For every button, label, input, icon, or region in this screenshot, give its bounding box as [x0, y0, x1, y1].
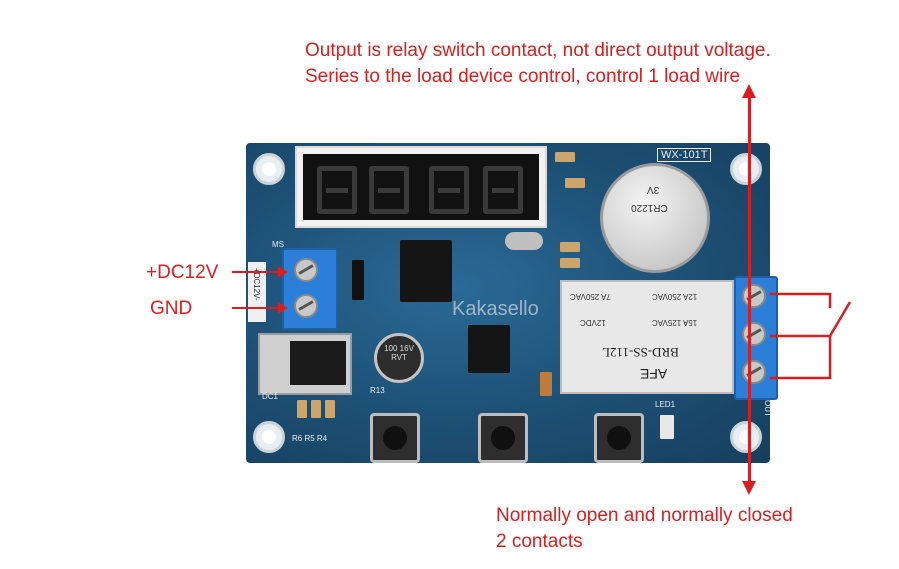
- relay-rating-2: 12A 250VAC: [652, 292, 698, 301]
- digit-2: [369, 166, 409, 214]
- smd-capacitor: [565, 178, 585, 188]
- digit-4: [483, 166, 523, 214]
- vertical-arrow-line: [748, 95, 751, 483]
- silk-ms: MS: [272, 240, 284, 249]
- switch-symbol: [770, 292, 852, 380]
- digit-1: [317, 166, 357, 214]
- relay-rating-3: 15A 125VAC: [652, 318, 698, 327]
- output-screw-1: [742, 284, 766, 308]
- crystal: [505, 232, 543, 250]
- silk-r13: R13: [370, 386, 385, 395]
- dc12v-arrow-line: [232, 271, 280, 273]
- voltage-regulator: [258, 333, 352, 395]
- output-screw-3: [742, 360, 766, 384]
- gnd-arrow-icon: [278, 302, 288, 314]
- annotation-top-line1: Output is relay switch contact, not dire…: [305, 40, 771, 61]
- battery-label: CR1220: [631, 202, 668, 213]
- power-screw-gnd: [294, 294, 318, 318]
- digit-3: [429, 166, 469, 214]
- annotation-top-line2: Series to the load device control, contr…: [305, 66, 741, 87]
- output-screw-2: [742, 322, 766, 346]
- silk-dc12v: +DC12V-: [252, 268, 261, 301]
- relay: AFE BRD-SS-112L 7A 250VAC 12A 250VAC 15A…: [560, 280, 734, 394]
- silk-r6-r5-r4: R6 R5 R4: [292, 434, 328, 443]
- coin-cell-battery: CR1220 3V: [600, 163, 710, 273]
- power-screw-positive: [294, 258, 318, 282]
- push-button-middle[interactable]: [478, 413, 528, 463]
- relay-rating-1: 7A 250VAC: [570, 292, 611, 301]
- dc12v-arrow-icon: [278, 266, 288, 278]
- capacitor-label: 100 16V RVT: [384, 344, 414, 362]
- arrow-up-icon: [742, 84, 756, 98]
- smd-diode: [540, 372, 552, 396]
- silk-led1: LED1: [655, 400, 676, 409]
- push-button-left[interactable]: [370, 413, 420, 463]
- smd-diode: [352, 260, 364, 300]
- smd-capacitor: [555, 152, 575, 162]
- silk-dc1: DC1: [262, 392, 279, 401]
- ic-chip-upper: [400, 240, 452, 302]
- silk-out: OUT: [763, 400, 772, 417]
- smd-capacitor: [560, 258, 580, 268]
- annotation-gnd: GND: [150, 298, 193, 319]
- relay-coil: 12VDC: [580, 318, 606, 327]
- mounting-hole-bottom-left: [253, 421, 285, 453]
- mounting-hole-bottom-right: [730, 421, 762, 453]
- mounting-hole-top-right: [730, 153, 762, 185]
- smd-led: [660, 415, 674, 439]
- annotation-dc12v: +DC12V: [146, 262, 219, 283]
- arrow-down-icon: [742, 481, 756, 495]
- smd-resistor: [311, 400, 321, 418]
- gnd-arrow-line: [232, 307, 280, 309]
- annotation-bottom-line2: 2 contacts: [496, 531, 583, 552]
- smd-capacitor: [560, 242, 580, 252]
- model-label: WX-101T: [657, 148, 712, 162]
- relay-brand: AFE: [640, 366, 668, 382]
- ic-chip-lower: [468, 325, 510, 373]
- annotation-bottom-line1: Normally open and normally closed: [496, 505, 793, 526]
- relay-model: BRD-SS-112L: [602, 345, 679, 360]
- seven-segment-display: [295, 146, 547, 228]
- watermark: Kakasello: [452, 298, 539, 320]
- mounting-hole-top-left: [253, 153, 285, 185]
- electrolytic-capacitor: 100 16V RVT: [374, 333, 424, 383]
- smd-resistor: [297, 400, 307, 418]
- smd-resistor: [325, 400, 335, 418]
- battery-voltage: 3V: [647, 184, 660, 195]
- push-button-right[interactable]: [594, 413, 644, 463]
